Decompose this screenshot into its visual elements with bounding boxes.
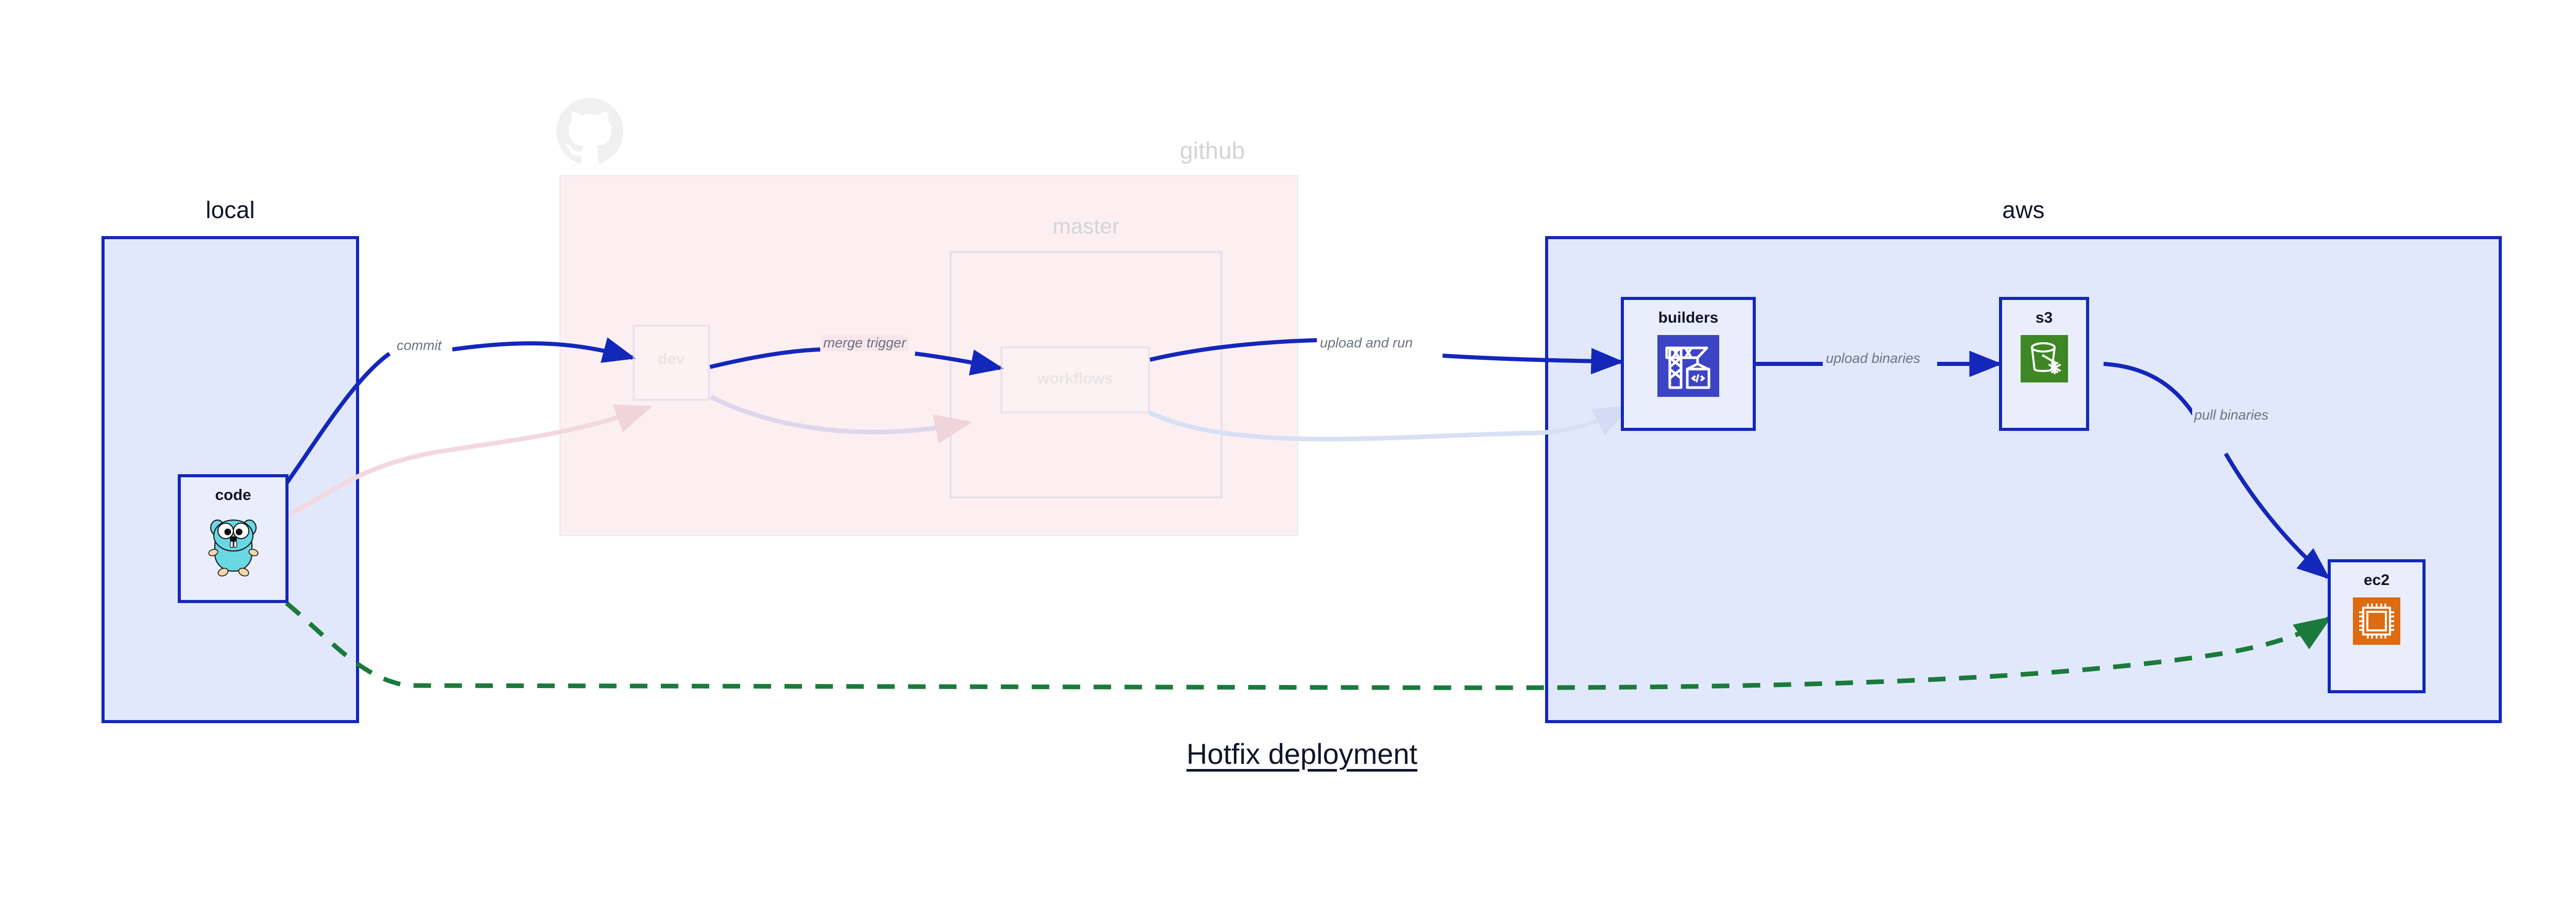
node-dev-label: dev: [658, 350, 685, 368]
diagram-caption: Hotfix deployment: [1186, 738, 1418, 770]
node-ec2[interactable]: ec2: [2328, 559, 2426, 693]
aws-ec2-chip-icon: [2353, 597, 2400, 647]
aws-codebuild-icon: [1657, 335, 1719, 399]
group-title-master: master: [1053, 214, 1120, 238]
go-gopher-icon: [205, 512, 262, 583]
github-octocat-icon: [556, 98, 623, 165]
group-title-aws: aws: [2002, 196, 2045, 223]
node-workflows[interactable]: workflows: [1001, 346, 1150, 413]
edge-label-upload-and-run: upload and run: [1318, 335, 1415, 351]
node-code-label: code: [215, 487, 251, 504]
group-master: [950, 251, 1223, 498]
group-title-local: local: [206, 196, 255, 223]
node-code[interactable]: code: [178, 474, 289, 603]
node-ec2-label: ec2: [2363, 572, 2390, 589]
node-workflows-label: workflows: [1037, 370, 1113, 387]
group-title-github: github: [1180, 137, 1245, 164]
edge-label-merge-trigger: merge trigger: [821, 335, 908, 351]
node-s3-label: s3: [2035, 309, 2053, 326]
node-s3[interactable]: s3: [1999, 297, 2089, 431]
node-dev[interactable]: dev: [633, 325, 710, 401]
edge-label-commit: commit: [395, 338, 444, 354]
aws-s3-glacier-icon: [2020, 335, 2068, 385]
edge-label-upload-binaries: upload binaries: [1824, 350, 1923, 366]
edge-label-pull-binaries: pull binaries: [2192, 407, 2271, 423]
node-builders-label: builders: [1658, 309, 1719, 326]
node-builders[interactable]: builders: [1621, 297, 1756, 431]
